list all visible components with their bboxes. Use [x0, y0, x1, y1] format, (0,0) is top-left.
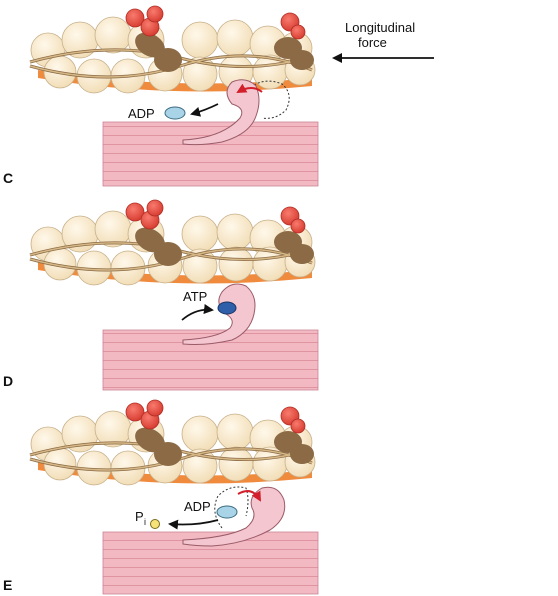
panel-c: ADP Longitudinal force C — [3, 5, 434, 187]
myosin-head — [182, 283, 256, 345]
force-label-line1: Longitudinal — [345, 20, 415, 35]
phosphate-subscript: i — [144, 517, 146, 527]
myosin-head — [182, 79, 260, 146]
myosin-head-previous-outline — [247, 80, 290, 119]
thick-filament — [102, 121, 319, 187]
nucleotide-label: ADP — [128, 106, 155, 121]
panel-e: ADP P i E — [3, 399, 319, 595]
rotation-arrow — [236, 83, 263, 93]
troponin-complex — [125, 399, 314, 466]
nucleotide-icon — [217, 301, 237, 315]
panel-letter: E — [3, 577, 12, 593]
troponin-complex — [125, 199, 314, 266]
binding-arrow — [181, 304, 214, 321]
myosin-head — [182, 486, 286, 547]
troponin-complex — [125, 5, 314, 72]
phosphate-label: P — [135, 509, 144, 524]
nucleotide-label: ATP — [183, 289, 207, 304]
panel-d: ATP D — [3, 199, 319, 391]
nucleotide-label: ADP — [184, 499, 211, 514]
phosphate-icon — [150, 519, 160, 529]
myosin-head-previous-outline — [214, 486, 249, 529]
nucleotide-icon — [164, 106, 186, 120]
release-arrow — [168, 519, 219, 530]
panel-letter: C — [3, 170, 13, 186]
rotation-arrow — [237, 490, 261, 502]
nucleotide-icon — [216, 505, 238, 519]
force-label-line2: force — [358, 35, 387, 50]
panel-letter: D — [3, 373, 13, 389]
release-arrow — [190, 103, 219, 117]
